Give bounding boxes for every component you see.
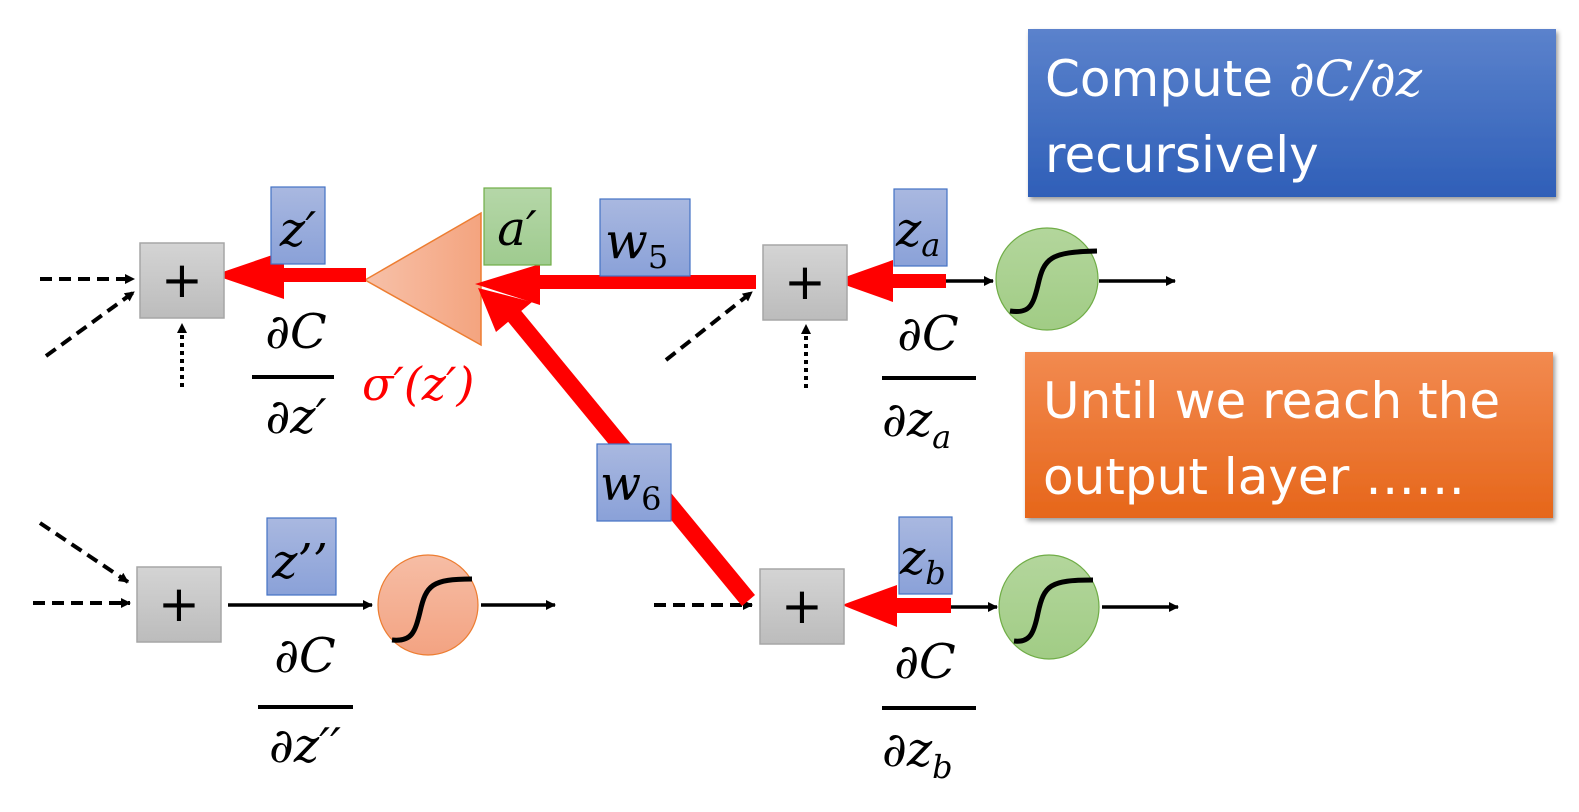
plus-icon: + (784, 253, 826, 311)
sigma-prime-label: σ′(z′) (362, 357, 474, 411)
svg-text:∂z′′: ∂z′′ (269, 718, 341, 774)
input-arrows (33, 274, 811, 610)
forward-arrows (228, 276, 1179, 612)
sum-node-top-left: + (139, 242, 225, 319)
sigmoid-icon (391, 576, 473, 643)
gradient-arrow-shaft (893, 598, 951, 613)
svg-text:a′: a′ (497, 201, 537, 257)
svg-text:z′: z′ (279, 202, 316, 258)
svg-text:za: za (895, 202, 940, 264)
gradient-arrow-head (214, 251, 284, 299)
svg-text:∂zb: ∂zb (882, 722, 953, 786)
fraction-bar (882, 706, 976, 710)
callout-compute-box (1028, 29, 1556, 197)
gradient-arrow-head (834, 260, 893, 302)
svg-text:∂C: ∂C (894, 634, 956, 690)
sigmoid-triangle-icon (363, 211, 482, 347)
sum-node-bottom-right: + (759, 568, 845, 645)
sigmoid-icon (1009, 248, 1098, 315)
svg-text:∂C: ∂C (274, 628, 336, 684)
dashed-arrow (44, 290, 136, 358)
sum-node-bottom-left: + (136, 566, 222, 643)
label-w5: w5 (599, 198, 691, 277)
callout-until-line1: Until we reach the (1043, 372, 1500, 430)
label-z-double-prime: z’’ (266, 517, 337, 596)
callout-compute: Compute ∂C/∂z recursively (1028, 29, 1556, 197)
fraction-bar (882, 376, 976, 380)
plus-icon: + (161, 251, 203, 309)
callout-compute-line2: recursively (1045, 126, 1319, 184)
gradient-arrow-head (842, 585, 897, 627)
label-a-prime: a′ (483, 187, 552, 266)
label-z-b: zb (898, 516, 953, 595)
svg-text:w6: w6 (600, 456, 661, 518)
svg-text:Compute ∂C/∂z: Compute ∂C/∂z (1045, 50, 1423, 108)
gradient-arrow-head (478, 288, 532, 332)
fraction-bar (258, 705, 353, 709)
callout-until-box (1025, 352, 1553, 518)
dashed-arrow (664, 290, 754, 362)
gradient-arrow-shaft (536, 275, 756, 289)
sigmoid-node-top-right (995, 227, 1099, 331)
gradient-arrow-head (475, 264, 540, 305)
svg-text:zb: zb (899, 530, 946, 592)
callout-compute-text: Compute (1045, 50, 1289, 108)
svg-text:∂z′: ∂z′ (265, 389, 326, 445)
svg-text:∂C: ∂C (265, 304, 327, 360)
plus-icon: + (781, 577, 823, 635)
gradient-arrow-shaft (278, 268, 366, 282)
callout-compute-math: ∂C/∂z (1289, 50, 1423, 108)
sum-node-top-right: + (762, 244, 848, 321)
fraction-bar (252, 375, 334, 379)
dashed-arrow (38, 521, 130, 584)
label-z-a: za (893, 188, 948, 267)
svg-text:∂za: ∂za (882, 392, 951, 456)
svg-text:∂C: ∂C (897, 306, 959, 362)
sigmoid-node-bottom-right (998, 554, 1100, 660)
callout-until: Until we reach the output layer …… (1025, 352, 1553, 518)
sigmoid-icon (1013, 577, 1094, 644)
label-z-prime: z′ (270, 186, 326, 265)
fraction-dC-dz-double-prime: ∂C ∂z′′ (258, 628, 353, 774)
fraction-dC-dz-b: ∂C ∂zb (882, 634, 976, 786)
fraction-dC-dz-a: ∂C ∂za (882, 306, 976, 456)
gradient-arrow-shaft (888, 274, 946, 288)
callout-until-line2: output layer …… (1043, 448, 1465, 506)
label-w6: w6 (596, 443, 672, 522)
plus-icon: + (158, 575, 200, 633)
svg-text:z’’: z’’ (271, 534, 328, 590)
fraction-dC-dz-prime: ∂C ∂z′ (252, 304, 334, 445)
svg-text:w5: w5 (605, 212, 668, 276)
sigmoid-node-bottom-left (377, 554, 479, 656)
